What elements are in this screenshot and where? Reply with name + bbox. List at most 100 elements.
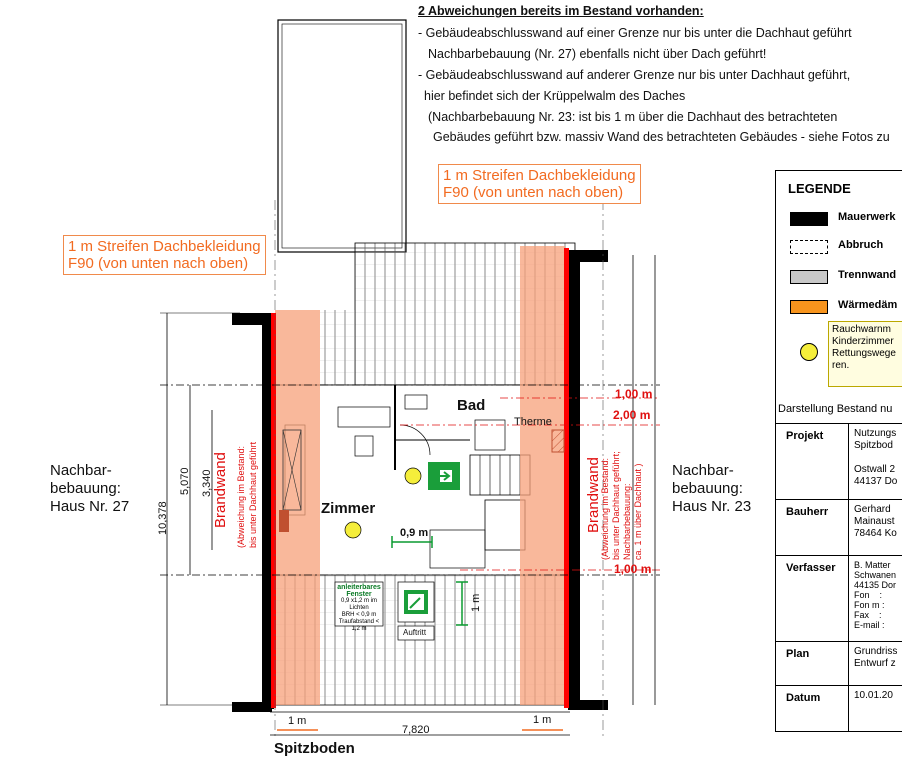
smoke-text-1: Rauchwarnm xyxy=(832,324,891,335)
masonry-wall-right xyxy=(568,250,580,708)
tb-bauherr: Bauherr Gerhard Mainaust 78464 Ko xyxy=(776,499,902,556)
tb-datum-val: 10.01.20 xyxy=(854,690,893,701)
tb-plan-val: Grundriss Entwurf z xyxy=(854,646,898,669)
tb-plan: Plan Grundriss Entwurf z xyxy=(776,641,902,686)
legend-status: Darstellung Bestand nu xyxy=(778,403,893,415)
dim-7820: 7,820 xyxy=(402,724,430,736)
auftritt-label: Auftritt xyxy=(403,628,427,637)
chimney-right xyxy=(551,429,565,453)
neighbor-left-label: Nachbar- bebauung: Haus Nr. 27 xyxy=(50,462,129,516)
legend-swatch-abbruch xyxy=(790,240,828,254)
dim-100-top: 1,00 m xyxy=(615,387,653,401)
window-title2: Fenster xyxy=(346,591,372,598)
chair xyxy=(354,435,374,457)
tb-datum-key: Datum xyxy=(786,692,821,704)
spitzboden-label: Spitzboden xyxy=(274,740,355,757)
smoke-detector-2 xyxy=(344,521,362,539)
neighbor-left-l2: bebauung: xyxy=(50,480,121,497)
legend-label-waermedaemmung: Wärmedäm xyxy=(838,299,898,311)
room-label-bad: Bad xyxy=(457,397,486,414)
brandwand-right-note2: bis unter Dachhaut geführt; xyxy=(611,451,621,560)
legend-item-waermedaemmung: Wärmedäm xyxy=(784,297,902,317)
legend-swatch-mauerwerk xyxy=(790,212,828,226)
tb-projekt: Projekt Nutzungs Spitzbod Ostwall 2 4413… xyxy=(776,423,902,512)
window-note-text: anleiterbares Fenster 0,9 x1,2 m im Lich… xyxy=(336,584,382,633)
callout-f90-left: 1 m Streifen Dachbekleidung F90 (von unt… xyxy=(63,235,266,275)
legend-label-mauerwerk: Mauerwerk xyxy=(838,211,896,223)
dim-100-bottom: 1,00 m xyxy=(614,562,652,576)
masonry-wall-right-top xyxy=(568,250,608,262)
dim-3340: 3,340 xyxy=(201,469,213,497)
f90-strip-right xyxy=(520,246,565,705)
legend-item-abbruch: Abbruch xyxy=(784,237,902,257)
neighbor-right-l1: Nachbar- xyxy=(672,462,734,479)
callout-right-line2: F90 (von unten nach oben) xyxy=(443,184,624,201)
auftritt-box xyxy=(397,625,435,641)
brandwand-right-note: (Abweichung im Bestand: xyxy=(600,457,610,560)
chimney-left xyxy=(279,510,289,532)
note-line-1: - Gebäudeabschlusswand auf einer Grenze … xyxy=(418,26,852,40)
tb-verfasser-val: B. Matter Schwanen 44135 Dor Fon : Fon m… xyxy=(854,560,897,630)
legend-swatch-trennwand xyxy=(790,270,828,284)
bath-tub xyxy=(474,419,506,451)
neighbor-left-l3: Haus Nr. 27 xyxy=(50,498,130,515)
dim-09m: 0,9 m xyxy=(400,527,429,539)
callout-left-line1: 1 m Streifen Dachbekleidung xyxy=(68,238,261,255)
dim-200: 2,00 m xyxy=(613,408,651,422)
roof-top-left xyxy=(320,310,355,385)
therme-label: Therme xyxy=(514,416,552,428)
tb-projekt-key: Projekt xyxy=(786,430,824,442)
f90-strip-left xyxy=(275,310,320,705)
brandwand-left-line xyxy=(271,313,276,708)
roof-box-top xyxy=(277,19,407,253)
demolition-box-left xyxy=(282,429,302,511)
legend-label-trennwand: Trennwand xyxy=(838,269,897,281)
smoke-detector-legend: Rauchwarnm Kinderzimmer Rettungswege ren… xyxy=(828,321,902,387)
smoke-detector-legend-icon xyxy=(800,343,818,361)
legend-item-trennwand: Trennwand xyxy=(784,267,902,287)
smoke-detector-1 xyxy=(404,467,422,485)
tb-projekt-val: Nutzungs Spitzbod Ostwall 2 44137 Do xyxy=(854,428,898,487)
tb-verfasser: Verfasser B. Matter Schwanen 44135 Dor F… xyxy=(776,555,902,642)
window-exit-icon xyxy=(397,581,435,623)
dim-10378: 10,378 xyxy=(157,501,169,535)
dim-5070: 5,070 xyxy=(179,467,191,495)
brandwand-right-note4: ca. 1 m über Dachhaut ) xyxy=(633,463,643,560)
note-line-4: hier befindet sich der Krüppelwalm des D… xyxy=(424,89,686,103)
window-note3: Traufabstand < 1,2 m xyxy=(338,619,380,632)
room-label-zimmer: Zimmer xyxy=(321,500,376,517)
neighbor-left-l1: Nachbar- xyxy=(50,462,112,479)
legend-swatch-waermedaemmung xyxy=(790,300,828,314)
neighbor-right-l3: Haus Nr. 23 xyxy=(672,498,752,515)
window-note2: BRH < 0,9 m xyxy=(341,612,377,618)
furniture-lower xyxy=(429,529,486,569)
dim-1m-left: 1 m xyxy=(288,715,307,727)
tb-bauherr-val: Gerhard Mainaust 78464 Ko xyxy=(854,504,897,539)
smoke-text-4: ren. xyxy=(832,360,850,371)
brandwand-left-note2: bis unter Dachhaut geführt xyxy=(248,441,258,548)
callout-right-line1: 1 m Streifen Dachbekleidung xyxy=(443,167,636,184)
masonry-wall-right-bottom xyxy=(568,700,608,710)
bath-fixture xyxy=(404,394,428,410)
masonry-wall-left-bottom xyxy=(232,702,272,712)
tb-bauherr-key: Bauherr xyxy=(786,506,829,518)
smoke-text-2: Kinderzimmer xyxy=(832,336,894,347)
neighbor-right-label: Nachbar- bebauung: Haus Nr. 23 xyxy=(672,462,751,516)
tb-plan-key: Plan xyxy=(786,648,810,660)
legend-panel: LEGENDE Mauerwerk Abbruch Trennwand Wärm… xyxy=(775,170,902,732)
brandwand-left-note: (Abweichung im Bestand: xyxy=(236,445,246,548)
callout-f90-right: 1 m Streifen Dachbekleidung F90 (von unt… xyxy=(438,164,641,204)
tb-datum: Datum 10.01.20 xyxy=(776,685,902,732)
legend-label-abbruch: Abbruch xyxy=(838,239,884,251)
brandwand-right-note3: Nachbarbebauung: xyxy=(622,483,632,560)
dim-1m-right: 1 m xyxy=(533,714,552,726)
notes-title: 2 Abweichungen bereits im Bestand vorhan… xyxy=(418,4,704,18)
note-line-5: (Nachbarbebauung Nr. 23: ist bis 1 m übe… xyxy=(428,110,838,124)
legend-title: LEGENDE xyxy=(788,181,851,196)
neighbor-right-l2: bebauung: xyxy=(672,480,743,497)
roof-box-top-inner xyxy=(281,23,403,249)
brandwand-right-line xyxy=(564,248,569,708)
note-line-3: - Gebäudeabschlusswand auf anderer Grenz… xyxy=(418,68,851,82)
dim-09m-marker xyxy=(391,536,433,548)
